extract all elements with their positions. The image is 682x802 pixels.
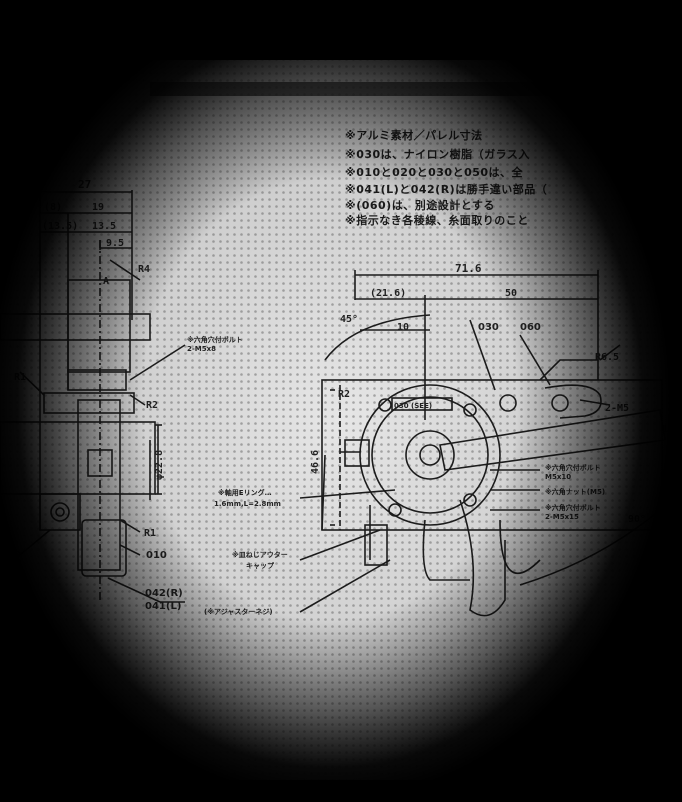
dim-left-width: 27 bbox=[78, 178, 91, 191]
callout-adjuster: (※アジャスターネジ) bbox=[204, 607, 273, 616]
halftone-texture bbox=[0, 60, 682, 780]
dim-right-90deg: 90° bbox=[628, 514, 646, 525]
dim-right-2m5: 2-M5 bbox=[605, 403, 629, 414]
callout-hex-nut: ※六角ナット(M5) bbox=[545, 487, 605, 496]
dim-right-r2: R2 bbox=[338, 389, 350, 400]
dim-right-21-6: (21.6) bbox=[370, 288, 406, 299]
note-3: ※010と020と030と050は、全 bbox=[345, 166, 524, 179]
callout-part-010: 010 bbox=[146, 550, 167, 561]
washer-line2: 1.6mm,L=2.8mm bbox=[214, 500, 281, 508]
dim-right-10deg: 10° bbox=[662, 424, 680, 435]
dim-left-dia: φ22.8 bbox=[154, 450, 165, 480]
callout-part-041: 041(L) bbox=[145, 601, 181, 612]
note-4: ※041(L)と042(R)は勝手違い部品（ bbox=[345, 183, 548, 196]
hex-bolt-right2-line1: ※六角穴付ボルト bbox=[545, 503, 601, 512]
callout-part-030: 030 bbox=[478, 322, 499, 333]
dim-left-9-5: 9.5 bbox=[106, 238, 124, 249]
anchor-cap-line1: ※皿ねじアウター bbox=[232, 550, 288, 559]
dim-right-10: 10 bbox=[397, 322, 409, 333]
callout-part-020: 020 bbox=[0, 550, 21, 561]
hex-bolt-right2-line2: 2-M5x15 bbox=[545, 513, 579, 521]
dim-left-8: (8) bbox=[44, 202, 62, 213]
washer-line1: ※軸用Eリング… bbox=[218, 488, 272, 497]
dim-left-r2: R2 bbox=[146, 400, 158, 411]
top-border-band bbox=[150, 82, 610, 96]
hex-bolt-right1-line2: M5x10 bbox=[545, 473, 571, 481]
dim-left-r1: R1 bbox=[14, 372, 26, 383]
dim-right-top: 71.6 bbox=[455, 262, 482, 275]
callout-part-060: 060 bbox=[520, 322, 541, 333]
note-2: ※030は、ナイロン樹脂（ガラス入 bbox=[345, 148, 530, 161]
hex-bolt-top-line2: 2-M5x8 bbox=[187, 345, 216, 353]
anchor-cap-line2: キャップ bbox=[246, 561, 275, 570]
callout-part-042: 042(R) bbox=[145, 588, 183, 599]
dim-left-19: 19 bbox=[92, 202, 104, 213]
callout-plate-label: 030 (SEE) bbox=[394, 402, 432, 410]
dim-left-r4: R4 bbox=[138, 264, 150, 275]
dim-left-13-5b: 13.5 bbox=[92, 221, 116, 232]
dim-right-r6-5: R6.5 bbox=[595, 352, 619, 363]
hex-bolt-right1-line1: ※六角穴付ボルト bbox=[545, 463, 601, 472]
dim-right-45: 45° bbox=[340, 314, 358, 325]
hex-bolt-top-line1: ※六角穴付ボルト bbox=[187, 335, 243, 344]
note-6: ※指示なき各稜線、糸面取りのこと bbox=[345, 214, 529, 227]
note-1: ※アルミ素材／パレル寸法 bbox=[345, 129, 483, 142]
dim-right-50: 50 bbox=[505, 288, 517, 299]
note-5: ※(060)は、別途設計とする bbox=[345, 199, 495, 212]
dim-left-r1b: R1 bbox=[144, 528, 156, 539]
dim-left-a: A bbox=[103, 276, 109, 287]
dim-left-13-5a: (13.5) bbox=[42, 221, 78, 232]
dim-right-46-6: 46.6 bbox=[310, 450, 321, 474]
